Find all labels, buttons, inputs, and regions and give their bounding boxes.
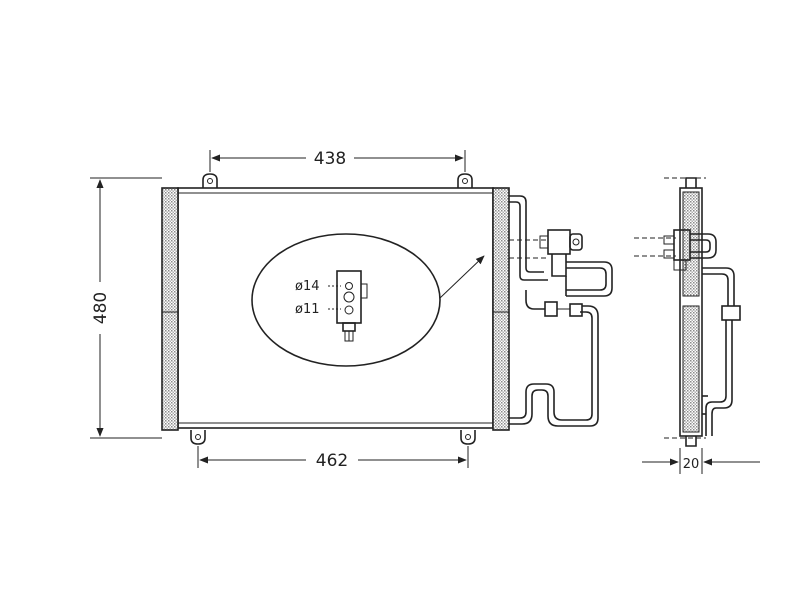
left-header-tank [161, 187, 179, 431]
dimension-label-480: 480 [91, 292, 111, 324]
fitting-detail-callout [251, 233, 441, 367]
front-view: ø14 ø11 [90, 149, 613, 471]
top-mount-tab-left [202, 173, 218, 188]
lower-pipe-fitting [544, 301, 558, 317]
dimension-label-438: 438 [314, 149, 346, 169]
dimension-top-width: 438 [209, 149, 466, 172]
bottom-mount-tab-right [460, 430, 476, 445]
dimension-depth: 20 [642, 448, 760, 474]
top-mount-tab-right [457, 173, 473, 188]
upper-pipe-fitting [547, 229, 571, 255]
side-core [679, 187, 703, 437]
bottom-mount-tab-left [190, 430, 206, 445]
dimension-bottom-width: 462 [197, 446, 469, 471]
refrigerant-pipework [509, 195, 613, 427]
dimension-label-462: 462 [316, 451, 348, 471]
fitting-block [336, 270, 368, 342]
dimension-label-20: 20 [683, 457, 700, 472]
dimension-height: 480 [90, 177, 162, 439]
detail-leader-arrow [439, 255, 485, 299]
diameter-label-14: ø14 [295, 279, 320, 294]
condenser-core [177, 187, 494, 429]
right-header-tank [492, 187, 510, 431]
side-view: 20 [634, 177, 760, 474]
diameter-label-11: ø11 [295, 302, 320, 317]
